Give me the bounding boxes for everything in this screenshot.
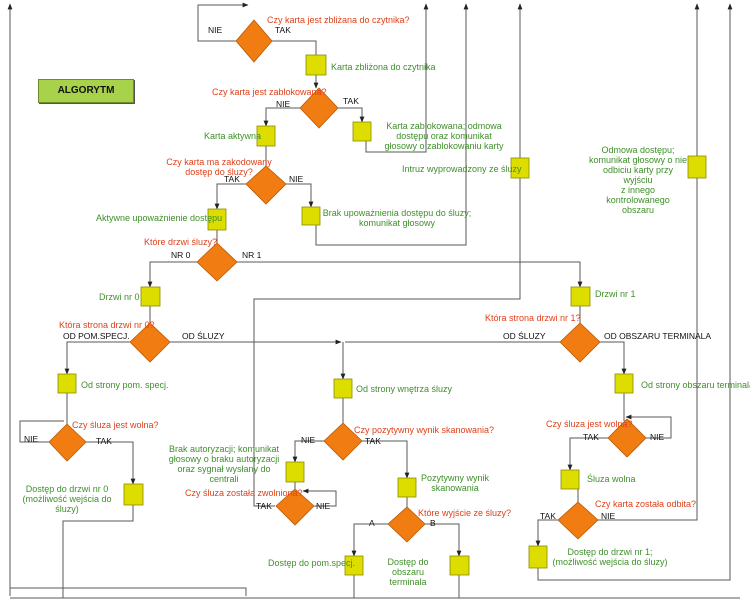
branch-q6-od-sluzy: OD ŚLUZY [503,331,546,341]
connector-lines [7,2,740,599]
decision-q3 [245,165,287,205]
process-s12 [614,373,634,394]
process-s19 [528,545,548,569]
process-s15 [123,483,144,506]
branch-q7-tak: TAK [96,436,112,446]
process-s8 [140,286,161,307]
decision-q11 [607,418,647,458]
branch-q10-b: B [430,518,436,528]
question-q1: Czy karta jest zbliżana do czytnika? [267,15,410,25]
process-s17 [449,555,470,576]
question-q12: Czy karta została odbita? [595,499,697,509]
step-s13: Brak autoryzacji; komunikat głosowy o br… [168,444,280,484]
process-s6 [510,157,530,179]
branch-q10-a: A [369,518,375,528]
question-q9: Czy śluza została zwolniona? [185,488,303,498]
branch-q2-tak: TAK [343,96,359,106]
branch-q4-nr1: NR 1 [242,250,262,260]
branch-q5-od-pom: OD POM.SPECJ. [63,331,130,341]
process-s16 [344,555,364,576]
branch-q8-nie: NIE [301,435,316,445]
decision-q10 [387,506,426,543]
step-s18: Śluza wolna [587,474,636,484]
branch-q1-nie: NIE [208,25,223,35]
step-s6: Intruz wyprowadzony ze śluzy [402,164,522,174]
step-s11: Od strony wnętrza śluzy [356,384,453,394]
process-s7 [687,155,707,179]
process-s1 [305,54,327,76]
branch-q11-tak: TAK [583,432,599,442]
step-s19: Dostęp do drzwi nr 1; (możliwość wejścia… [552,547,668,567]
question-q3: Czy karta ma zakodowany dostęp do śluzy? [166,157,272,177]
branch-q3-nie: NIE [289,174,304,184]
process-s11 [333,378,353,399]
question-q2: Czy karta jest zablokowana? [212,87,327,97]
branch-q9-tak: TAK [256,501,272,511]
question-q8: Czy pozytywny wynik skanowania? [354,425,495,435]
decision-diamonds [48,19,647,543]
process-s2 [256,125,276,147]
step-s5: Brak upoważnienia dostępu do śluzy; komu… [322,208,472,228]
decision-q9 [275,488,315,526]
branch-q11-nie: NIE [650,432,665,442]
question-q4: Które drzwi śluzy? [144,237,218,247]
step-s4: Aktywne upoważnienie dostępu [96,213,223,223]
step-s10: Od strony pom. specj. [81,380,169,390]
decision-q7 [48,423,87,462]
decision-q6 [559,322,601,363]
process-s13 [285,461,305,483]
process-s3 [352,121,372,142]
step-s9: Drzwi nr 1 [595,289,636,299]
branch-q9-nie: NIE [316,501,331,511]
decision-q2 [299,87,339,129]
step-s14: Pozytywny wynik skanowania [420,473,490,493]
question-q11: Czy śluza jest wolna? [546,419,633,429]
question-q7: Czy śluza jest wolna? [72,420,159,430]
question-q10: Które wyjście ze śluzy? [418,508,512,518]
branch-q12-tak: TAK [540,511,556,521]
step-s2: Karta aktywna [204,131,262,141]
step-s3: Karta zablokowana; odmowa dostępu oraz k… [384,121,504,151]
process-s5 [301,206,321,226]
question-q5: Która strona drzwi nr 0? [59,320,155,330]
question-q6: Która strona drzwi nr 1? [485,313,581,323]
process-s9 [570,286,591,307]
process-s4 [207,208,227,231]
step-s7: Odmowa dostępu; komunikat głosowy o nie … [588,145,688,215]
branch-q2-nie: NIE [276,99,291,109]
step-s15: Dostęp do drzwi nr 0 (możliwość wejścia … [22,484,112,514]
algorithm-title: ALGORYTM [38,79,134,103]
process-s10 [57,373,77,394]
branch-q1-tak: TAK [275,25,291,35]
step-s1: Karta zbliżona do czytnika [331,62,436,72]
branch-q8-tak: TAK [365,436,381,446]
branch-q4-nr0: NR 0 [171,250,191,260]
branch-q6-od-obszaru: OD OBSZARU TERMINALA [604,331,712,341]
decision-q4 [196,242,238,282]
process-s18 [560,469,580,490]
step-s17: Dostęp do obszaru terminala [387,557,429,587]
decision-q5 [129,322,171,363]
decision-q8 [323,422,363,461]
branch-q7-nie: NIE [24,434,39,444]
branch-q3-tak: TAK [224,174,240,184]
branch-q5-od-sluzy: OD ŚLUZY [182,331,225,341]
branch-q12-nie: NIE [601,511,616,521]
step-s8: Drzwi nr 0 [99,292,140,302]
step-s12: Od strony obszaru terminala [641,380,750,390]
process-s14 [397,477,417,498]
decision-q1 [235,19,273,63]
step-s16: Dostęp do pom.specj. [268,558,356,568]
decision-q12 [557,501,599,540]
process-boxes [57,54,707,576]
